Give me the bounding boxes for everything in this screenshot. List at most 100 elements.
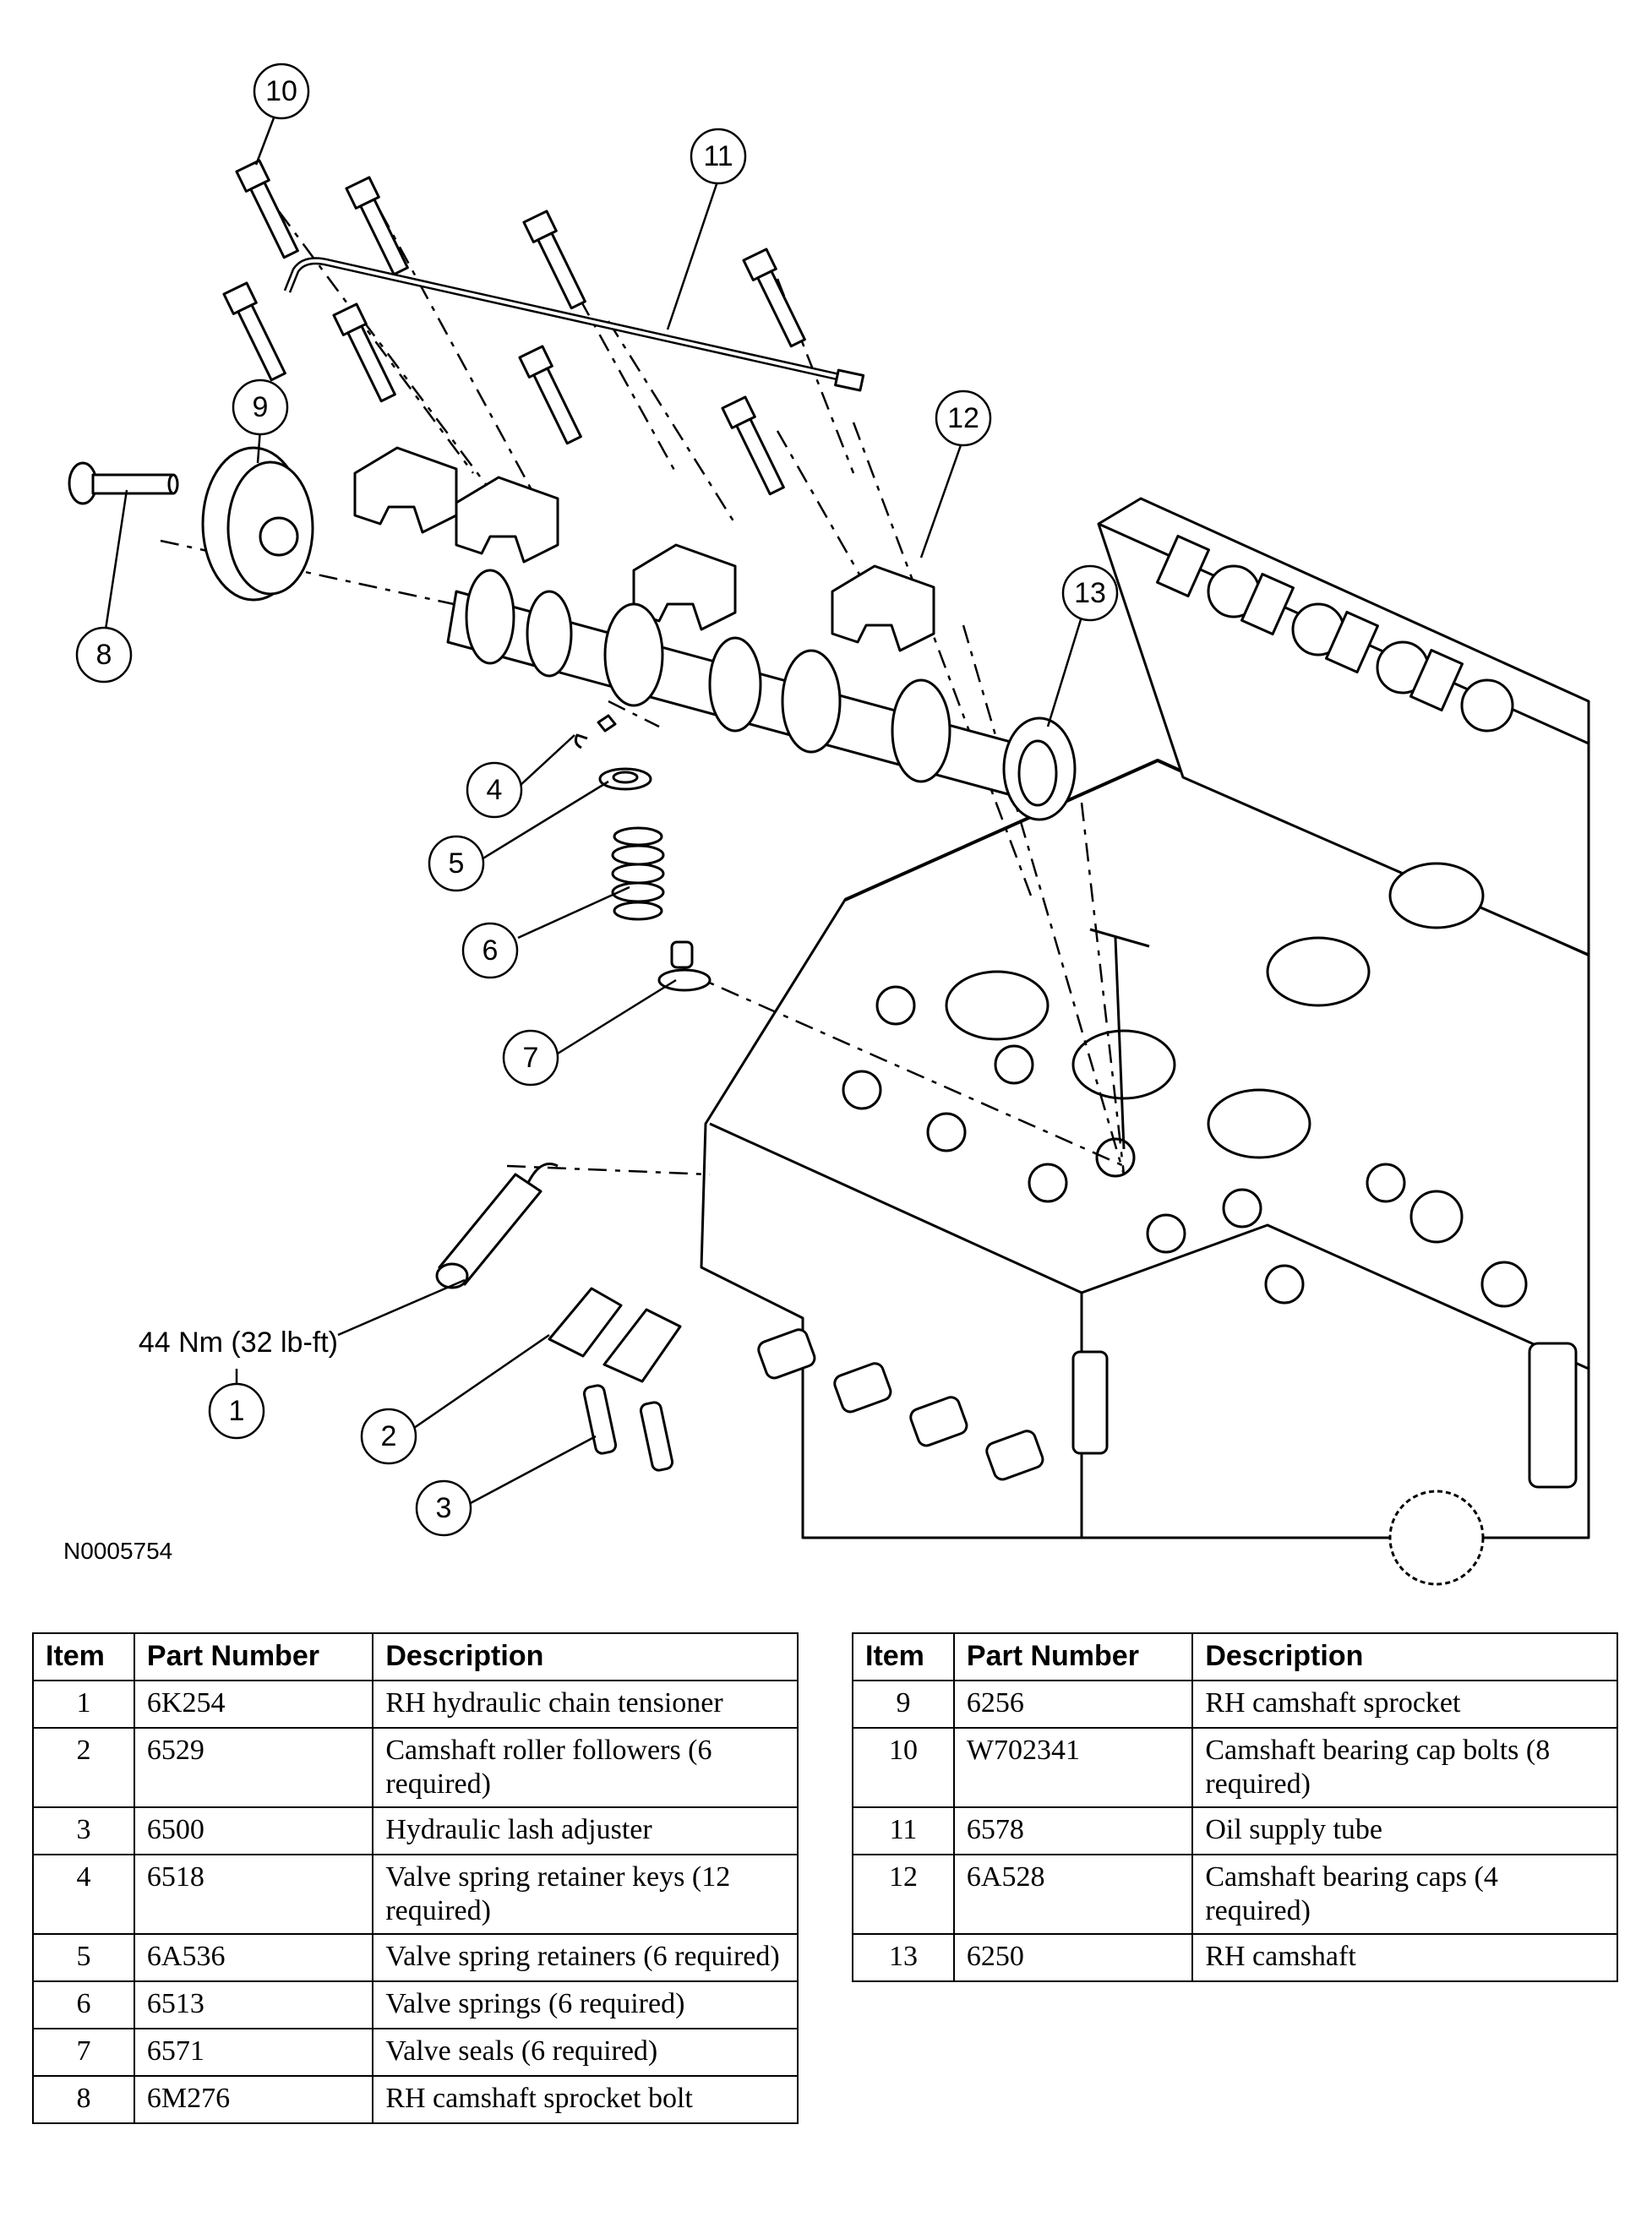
header-item: Item: [852, 1632, 955, 1681]
callout-label-12: 12: [947, 402, 979, 434]
table-row: 11 6578 Oil supply tube: [852, 1806, 1618, 1856]
camshaft: [446, 569, 1077, 821]
valve-seal: [657, 940, 712, 992]
hydraulic-lash-adjusters: [582, 1384, 674, 1472]
cell-item: 4: [32, 1854, 135, 1936]
header-description: Description: [1191, 1632, 1618, 1681]
cell-description: Camshaft bearing caps (4 required): [1191, 1854, 1618, 1936]
cell-description: Valve spring retainer keys (12 required): [372, 1854, 799, 1936]
table-row: 9 6256 RH camshaft sprocket: [852, 1680, 1618, 1729]
callout-circles: [75, 63, 1119, 1537]
callout-label-9: 9: [253, 391, 269, 423]
cell-part-number: 6K254: [133, 1680, 374, 1729]
callout-label-1: 1: [229, 1395, 245, 1427]
engine-block: [700, 497, 1590, 1586]
cell-part-number: 6500: [133, 1806, 374, 1856]
callout-12: [935, 390, 992, 447]
header-description: Description: [372, 1632, 799, 1681]
callout-label-13: 13: [1074, 577, 1106, 609]
callout-leaders: [104, 115, 1083, 1506]
valve-spring-retainer-keys: [574, 714, 617, 749]
table-row: 3 6500 Hydraulic lash adjuster: [32, 1806, 799, 1856]
table-header-row: Item Part Number Description: [32, 1632, 799, 1681]
parts-table-left: Item Part Number Description 1 6K254 RH …: [32, 1632, 799, 2125]
callout-label-5: 5: [449, 847, 465, 880]
table-row: 5 6A536 Valve spring retainers (6 requir…: [32, 1933, 799, 1983]
cell-part-number: 6513: [133, 1980, 374, 2030]
callout-2: [360, 1408, 417, 1465]
camshaft-sprocket: [201, 446, 314, 602]
callout-8: [75, 626, 133, 684]
cell-item: 11: [852, 1806, 955, 1856]
cell-description: Camshaft roller followers (6 required): [372, 1726, 799, 1809]
table-row: 13 6250 RH camshaft: [852, 1933, 1618, 1983]
cell-description: RH camshaft: [1191, 1933, 1618, 1983]
table-row: 8 6M276 RH camshaft sprocket bolt: [32, 2075, 799, 2125]
callout-5: [428, 835, 485, 892]
cell-item: 2: [32, 1726, 135, 1809]
cell-description: RH hydraulic chain tensioner: [372, 1680, 799, 1729]
cell-description: Valve springs (6 required): [372, 1980, 799, 2030]
cell-description: Valve spring retainers (6 required): [372, 1933, 799, 1983]
torque-spec-label: 44 Nm (32 lb-ft): [139, 1327, 338, 1359]
cell-description: Oil supply tube: [1191, 1806, 1618, 1856]
cell-description: RH camshaft sprocket: [1191, 1680, 1618, 1729]
cell-item: 7: [32, 2028, 135, 2078]
cell-part-number: 6M276: [133, 2075, 374, 2125]
oil-supply-tube: [283, 257, 865, 392]
cell-item: 12: [852, 1854, 955, 1936]
valve-spring: [611, 826, 665, 921]
camshaft-bearing-cap-bolts: [222, 159, 806, 496]
callout-10: [253, 63, 310, 120]
callout-7: [502, 1029, 559, 1087]
cell-part-number: 6A528: [952, 1854, 1194, 1936]
cell-description: RH camshaft sprocket bolt: [372, 2075, 799, 2125]
cell-item: 13: [852, 1933, 955, 1983]
callout-1: [208, 1382, 265, 1440]
table-row: 12 6A528 Camshaft bearing caps (4 requir…: [852, 1854, 1618, 1936]
callout-label-3: 3: [436, 1492, 452, 1524]
cell-part-number: W702341: [952, 1726, 1194, 1809]
cell-item: 5: [32, 1933, 135, 1983]
callout-label-4: 4: [487, 774, 503, 806]
callout-6: [461, 922, 519, 979]
callout-numbers: 1 2 3 4 5 6 7 8 9 10 11 12 13: [96, 75, 1106, 1524]
cell-part-number: 6529: [133, 1726, 374, 1809]
cell-part-number: 6518: [133, 1854, 374, 1936]
cell-part-number: 6A536: [133, 1933, 374, 1983]
table-row: 4 6518 Valve spring retainer keys (12 re…: [32, 1854, 799, 1936]
callout-9: [232, 379, 289, 436]
callout-4: [466, 761, 523, 819]
figure-id: N0005754: [63, 1538, 172, 1564]
callout-3: [415, 1479, 472, 1537]
table-row: 6 6513 Valve springs (6 required): [32, 1980, 799, 2030]
cell-part-number: 6571: [133, 2028, 374, 2078]
camshaft-bearing-caps: [353, 446, 935, 652]
cell-item: 8: [32, 2075, 135, 2125]
cell-description: Hydraulic lash adjuster: [372, 1806, 799, 1856]
cell-item: 9: [852, 1680, 955, 1729]
header-part-number: Part Number: [133, 1632, 374, 1681]
callout-label-8: 8: [96, 639, 112, 671]
cell-item: 10: [852, 1726, 955, 1809]
callout-label-2: 2: [381, 1420, 397, 1452]
cell-item: 6: [32, 1980, 135, 2030]
table-row: 1 6K254 RH hydraulic chain tensioner: [32, 1680, 799, 1729]
cell-item: 1: [32, 1680, 135, 1729]
cell-part-number: 6578: [952, 1806, 1194, 1856]
header-part-number: Part Number: [952, 1632, 1194, 1681]
table-row: 10 W702341 Camshaft bearing cap bolts (8…: [852, 1726, 1618, 1809]
cell-description: Valve seals (6 required): [372, 2028, 799, 2078]
parts-table-right: Item Part Number Description 9 6256 RH c…: [852, 1632, 1618, 1983]
cell-item: 3: [32, 1806, 135, 1856]
callout-label-10: 10: [265, 75, 297, 107]
camshaft-sprocket-bolt: [68, 461, 179, 505]
cell-part-number: 6256: [952, 1680, 1194, 1729]
roller-followers: [548, 1287, 682, 1383]
valve-spring-retainer: [598, 767, 652, 791]
table-row: 2 6529 Camshaft roller followers (6 requ…: [32, 1726, 799, 1809]
header-item: Item: [32, 1632, 135, 1681]
callout-label-6: 6: [483, 934, 499, 967]
callout-13: [1061, 564, 1119, 622]
table-header-row: Item Part Number Description: [852, 1632, 1618, 1681]
